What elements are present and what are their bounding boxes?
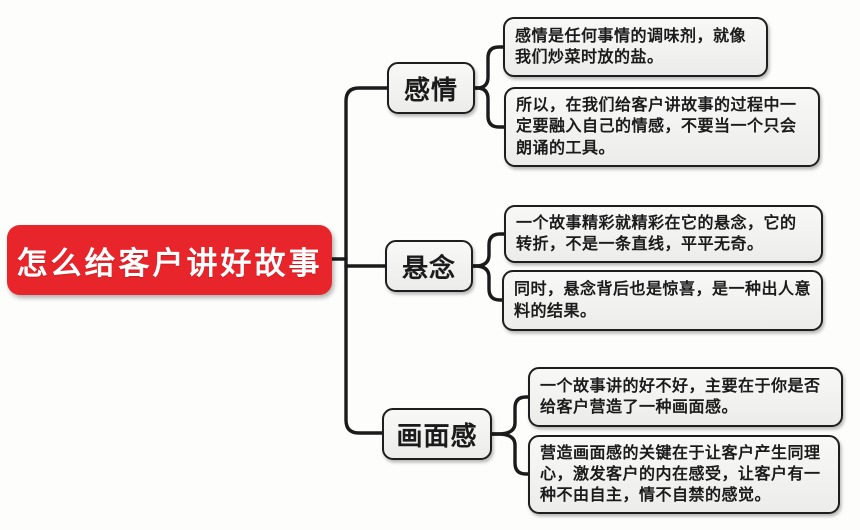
leaf-node-text: 营造画面感的关键在于让客户产生同理心，激发客户的内在感受，让客户有一种不由自主，… [540,444,821,505]
leaf-node-text: 同时，悬念背后也是惊喜，是一种出人意料的结果。 [514,281,812,320]
leaf-node-text: 一个故事精彩就精彩在它的悬念，它的转折，不是一条直线，平平无奇。 [516,214,797,253]
branch-node-label: 悬念 [401,252,456,283]
leaf-node-text: 所以，在我们给客户讲故事的过程中一定要融入自己的情感，不要当一个只会朗诵的工具。 [516,97,797,157]
leaf-node-suspense-2[interactable]: 同时，悬念背后也是惊喜，是一种出人意料的结果。 [502,270,823,331]
root-node-label: 怎么给客户讲好故事 [16,245,323,281]
root-node[interactable]: 怎么给客户讲好故事 [7,225,332,295]
branch3-child1-connector [490,395,530,436]
branch2-child2-connector [471,264,504,302]
branch-node-visual-sense[interactable]: 画面感 [382,408,492,460]
leaf-node-visual-2[interactable]: 营造画面感的关键在于让客户产生同理心，激发客户的内在感受，让客户有一种不由自主，… [528,435,840,514]
trunk-line [344,86,389,435]
leaf-node-text: 感情是任何事情的调味剂，就像我们炒菜时放的盐。 [515,27,747,66]
leaf-node-emotion-1[interactable]: 感情是任何事情的调味剂，就像我们炒菜时放的盐。 [503,17,768,77]
leaf-node-emotion-2[interactable]: 所以，在我们给客户讲故事的过程中一定要融入自己的情感，不要当一个只会朗诵的工具。 [504,87,820,167]
branch2-child1-connector [471,232,506,268]
branch-node-suspense[interactable]: 悬念 [385,240,473,292]
leaf-node-text: 一个故事讲的好不好，主要在于你是否给客户营造了一种画面感。 [540,377,821,416]
branch-node-label: 画面感 [396,420,478,451]
branch1-child2-connector [473,86,506,129]
branch-node-label: 感情 [403,74,458,105]
leaf-node-suspense-1[interactable]: 一个故事精彩就精彩在它的悬念，它的转折，不是一条直线，平平无奇。 [504,205,823,263]
branch-node-emotion[interactable]: 感情 [387,62,475,114]
branch3-child2-connector [490,432,530,476]
branch1-child1-connector [473,45,505,90]
leaf-node-visual-1[interactable]: 一个故事讲的好不好，主要在于你是否给客户营造了一种画面感。 [528,367,843,427]
